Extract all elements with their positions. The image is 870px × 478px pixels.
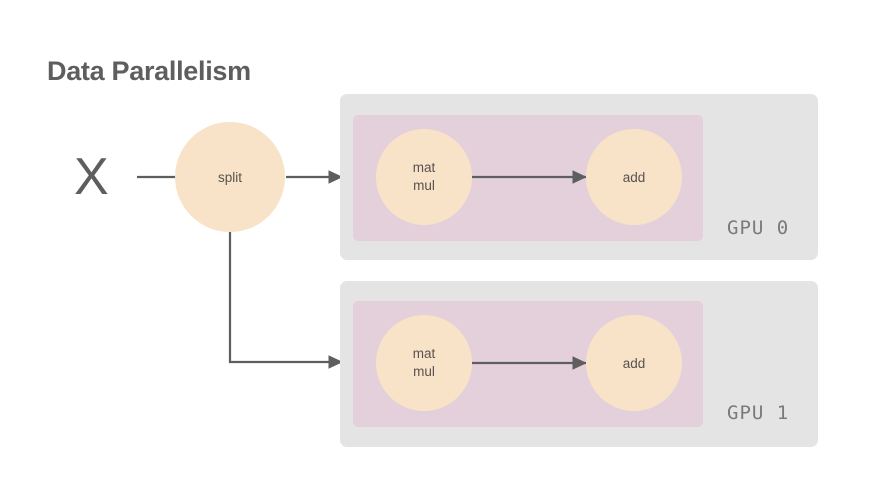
split-node-label: split bbox=[218, 170, 242, 185]
node-gpu0-matmul[interactable]: mat mul bbox=[376, 129, 472, 225]
gpu1-matmul-circle bbox=[376, 315, 472, 411]
gpu1-device-label: GPU 1 bbox=[727, 402, 789, 424]
gpu0-matmul-circle bbox=[376, 129, 472, 225]
node-gpu0-add[interactable]: add bbox=[586, 129, 682, 225]
gpu1-matmul-label-line1: mat bbox=[413, 346, 436, 361]
gpu1-add-label: add bbox=[623, 356, 646, 371]
gpu0-add-label: add bbox=[623, 170, 646, 185]
gpu1-matmul-label-line2: mul bbox=[413, 364, 435, 379]
node-gpu1-add[interactable]: add bbox=[586, 315, 682, 411]
input-tensor-label: X bbox=[74, 148, 109, 206]
device-group-gpu1[interactable]: mat mul add GPU 1 bbox=[340, 281, 818, 447]
node-gpu1-matmul[interactable]: mat mul bbox=[376, 315, 472, 411]
gpu0-matmul-label-line1: mat bbox=[413, 160, 436, 175]
gpu0-device-label: GPU 0 bbox=[727, 217, 789, 239]
split-node-circle bbox=[175, 122, 285, 232]
edge-split-to-gpu1 bbox=[228, 232, 343, 369]
gpu0-matmul-label-line2: mul bbox=[413, 178, 435, 193]
device-group-gpu0[interactable]: mat mul add GPU 0 bbox=[340, 94, 818, 260]
page-title: Data Parallelism bbox=[47, 56, 251, 86]
gpu1-add-circle bbox=[586, 315, 682, 411]
node-split[interactable]: split bbox=[175, 122, 285, 232]
gpu0-add-circle bbox=[586, 129, 682, 225]
